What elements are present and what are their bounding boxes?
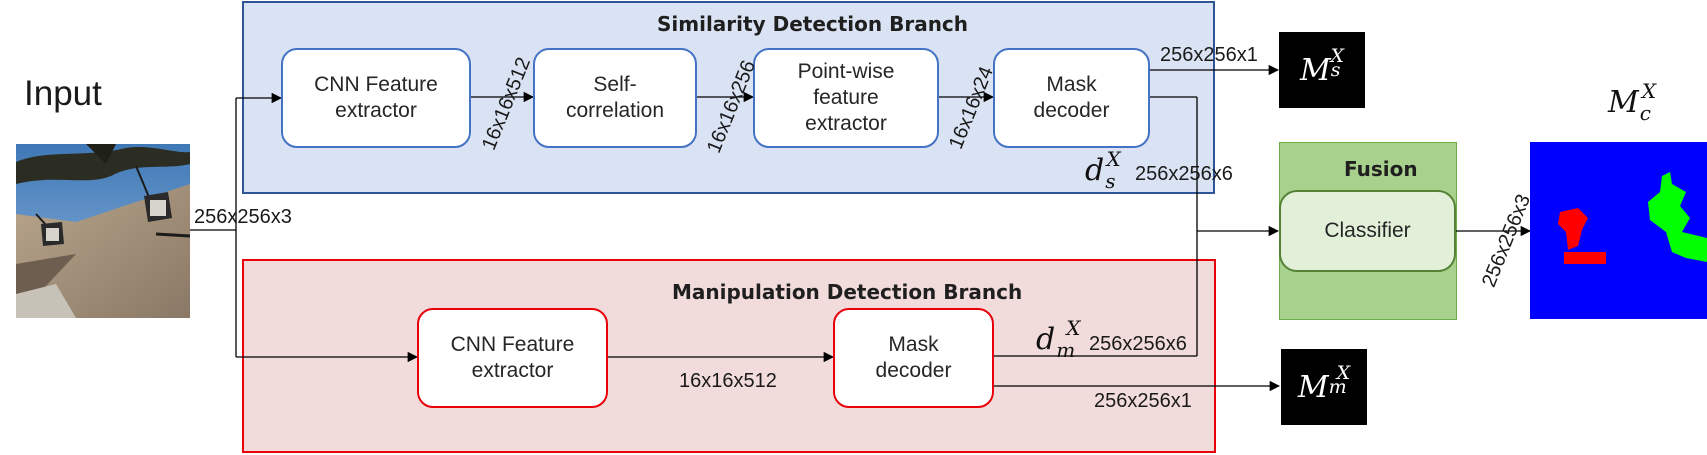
manipulation-feature-symbol-sup: X <box>1066 316 1081 340</box>
manipulation-feature-dim: 256x256x6 <box>1089 333 1187 355</box>
manipulation-feature-symbol-base: d <box>1036 322 1056 357</box>
similarity-feature-symbol-sub: s <box>1105 169 1116 193</box>
self-correlation-node: Self- correlation <box>533 48 697 148</box>
fusion-output-symbol-sub: c <box>1639 101 1651 125</box>
similarity-cnn-feature-extractor: CNN Feature extractor <box>281 48 471 148</box>
input-label: Input <box>24 74 102 113</box>
manipulation-mask-output-dim: 256x256x1 <box>1094 390 1192 412</box>
fusion-title: Fusion <box>1344 157 1418 181</box>
manipulation-mask-decoder: Mask decoder <box>833 308 994 408</box>
point-wise-feature-extractor-node: Point-wise feature extractor <box>753 48 939 148</box>
manipulation-mask-symbol-sup: X <box>1336 362 1351 384</box>
manipulation-edge-dim: 16x16x512 <box>679 370 777 392</box>
similarity-mask-decoder: Mask decoder <box>993 48 1150 148</box>
fusion-classifier: Classifier <box>1279 190 1456 272</box>
fusion-output-symbol-base: M <box>1608 85 1639 120</box>
similarity-feature-symbol: dsX <box>1085 149 1121 193</box>
similarity-branch-title: Similarity Detection Branch <box>657 12 969 36</box>
manipulation-mask-symbol-sub: m <box>1328 376 1347 398</box>
input-dim-label: 256x256x3 <box>194 206 292 228</box>
manipulation-feature-symbol: dmX <box>1036 318 1080 362</box>
similarity-feature-symbol-sup: X <box>1106 147 1121 171</box>
input-image <box>16 144 190 318</box>
fusion-output-mask-image <box>1530 142 1707 319</box>
fusion-output-symbol-sup: X <box>1641 79 1657 103</box>
similarity-mask-output-dim: 256x256x1 <box>1160 44 1258 66</box>
manipulation-branch-title: Manipulation Detection Branch <box>672 280 1023 304</box>
manipulation-cnn-feature-extractor: CNN Feature extractor <box>417 308 608 408</box>
similarity-feature-dim: 256x256x6 <box>1135 163 1233 185</box>
similarity-feature-symbol-base: d <box>1085 153 1105 188</box>
manipulation-feature-symbol-sub: m <box>1056 338 1076 362</box>
similarity-mask-symbol-sup: X <box>1330 45 1344 67</box>
manipulation-mask-symbol-base: M <box>1297 369 1329 405</box>
similarity-mask-symbol-base: M <box>1299 52 1331 88</box>
similarity-mask-symbol-sub: s <box>1330 59 1341 81</box>
fusion-output-symbol: McX <box>1608 81 1656 125</box>
